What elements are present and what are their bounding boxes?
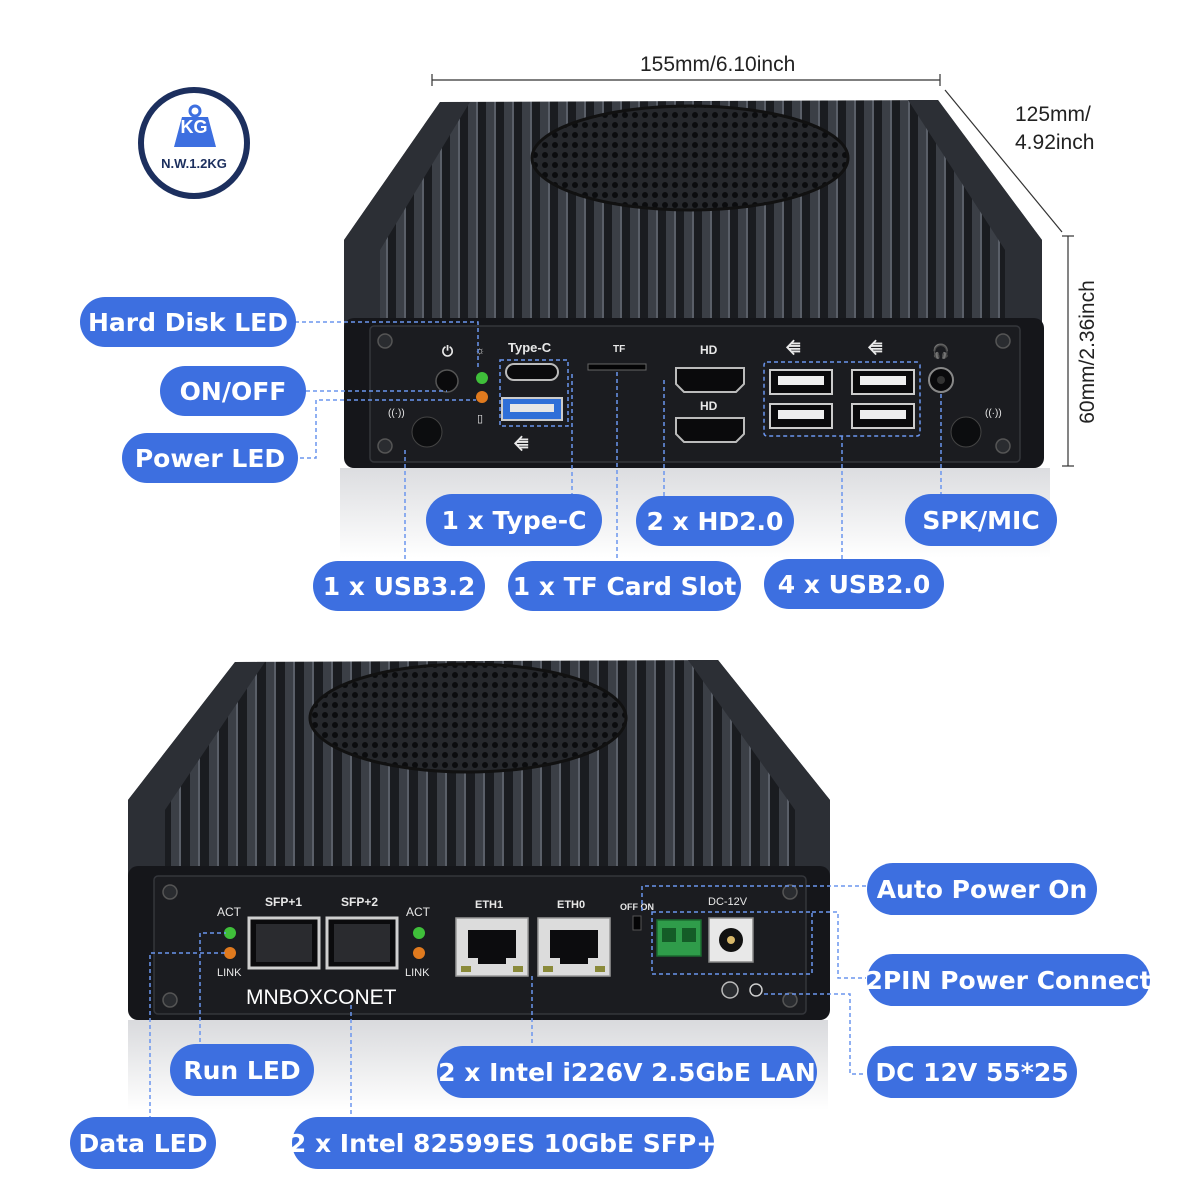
- callout-spk-mic: SPK/MIC: [905, 494, 1057, 546]
- headphone-icon: 🎧: [932, 343, 949, 360]
- act-left-label: ACT: [217, 905, 242, 919]
- screw-icon: [377, 333, 393, 349]
- callout-power-connect: 2PIN Power Connect: [865, 954, 1152, 1006]
- typec-port: [505, 363, 559, 381]
- typec-label: Type-C: [508, 340, 552, 355]
- ground-screw-icon: [721, 981, 739, 999]
- screw-icon: [377, 438, 393, 454]
- brand-text: MNBOXCONET: [246, 986, 397, 1009]
- eth1-label: ETH1: [475, 899, 503, 911]
- callout-lan: 2 x Intel i226V 2.5GbE LAN: [437, 1046, 817, 1098]
- width-dimension: 155mm/6.10inch: [640, 53, 796, 76]
- hdd-led-icon: ☼: [475, 345, 485, 357]
- weight-badge: KG N.W.1.2KG: [138, 87, 250, 199]
- power-led: [476, 391, 488, 403]
- callout-dc: DC 12V 55*25: [867, 1046, 1077, 1098]
- run-led-right: [413, 927, 425, 939]
- svg-text:((·)): ((·)): [388, 408, 405, 419]
- ground-icon: [749, 983, 763, 997]
- link-left-label: LINK: [217, 967, 242, 979]
- callout-type-c: 1 x Type-C: [426, 494, 602, 546]
- power-icon: ⏻: [442, 343, 453, 359]
- screw-icon: [995, 333, 1011, 349]
- weight-text: N.W.1.2KG: [161, 156, 227, 171]
- screw-icon: [995, 438, 1011, 454]
- front-fan-grille: [530, 104, 850, 212]
- data-led-left: [224, 947, 236, 959]
- screw-icon: [782, 884, 798, 900]
- callout-auto-power-on: Auto Power On: [867, 863, 1097, 915]
- depth-dimension-line1: 125mm/: [1015, 103, 1091, 126]
- usb-icon: ⭅: [513, 435, 529, 454]
- callout-on-off: ON/OFF: [160, 366, 306, 416]
- callout-usb20: 4 x USB2.0: [764, 559, 944, 609]
- tf-label: TF: [613, 344, 625, 355]
- callout-hard-disk-led: Hard Disk LED: [80, 297, 296, 347]
- eth0-label: ETH0: [557, 899, 585, 911]
- svg-text:((·)): ((·)): [985, 408, 1002, 419]
- hdmi-icon: HD: [700, 399, 718, 413]
- antenna-port-left: [411, 416, 443, 448]
- auto-power-switch: [632, 915, 642, 931]
- depth-dimension-line2: 4.92inch: [1015, 131, 1095, 154]
- callout-run-led: Run LED: [170, 1044, 314, 1096]
- tf-slot: [587, 363, 647, 371]
- hdd-led: [476, 372, 488, 384]
- dc-label: DC-12V: [708, 896, 748, 908]
- power-highlight: [651, 911, 813, 975]
- callout-power-led: Power LED: [122, 433, 298, 483]
- callout-hd: 2 x HD2.0: [636, 496, 794, 546]
- run-led-left: [224, 927, 236, 939]
- callout-usb32: 1 x USB3.2: [313, 561, 485, 611]
- usb-icon: ⭅: [867, 339, 883, 358]
- sfp1-label: SFP+1: [265, 895, 302, 909]
- rear-fan-grille: [308, 662, 628, 774]
- offon-label: OFF ON: [620, 902, 654, 912]
- power-button[interactable]: [435, 369, 459, 393]
- weight-unit: KG: [180, 117, 208, 137]
- hdmi-port: [675, 417, 745, 443]
- hdmi-port: [675, 367, 745, 393]
- screw-icon: [782, 992, 798, 1008]
- sfp2-label: SFP+2: [341, 895, 378, 909]
- callout-tf-slot: 1 x TF Card Slot: [508, 561, 741, 611]
- antenna-port-right: [950, 416, 982, 448]
- callout-sfp: 2 x Intel 82599ES 10GbE SFP+: [289, 1117, 717, 1169]
- usb-highlight: [499, 359, 569, 427]
- front-heatsink: [344, 100, 1042, 330]
- hdmi-icon: HD: [700, 343, 718, 357]
- callout-data-led: Data LED: [70, 1117, 216, 1169]
- act-right-label: ACT: [406, 905, 431, 919]
- screw-icon: [162, 992, 178, 1008]
- screw-icon: [162, 884, 178, 900]
- usb-icon: ⭅: [785, 339, 801, 358]
- power-led-icon: ▯: [477, 413, 483, 425]
- data-led-right: [413, 947, 425, 959]
- link-right-label: LINK: [405, 967, 430, 979]
- weight-icon: [174, 104, 216, 147]
